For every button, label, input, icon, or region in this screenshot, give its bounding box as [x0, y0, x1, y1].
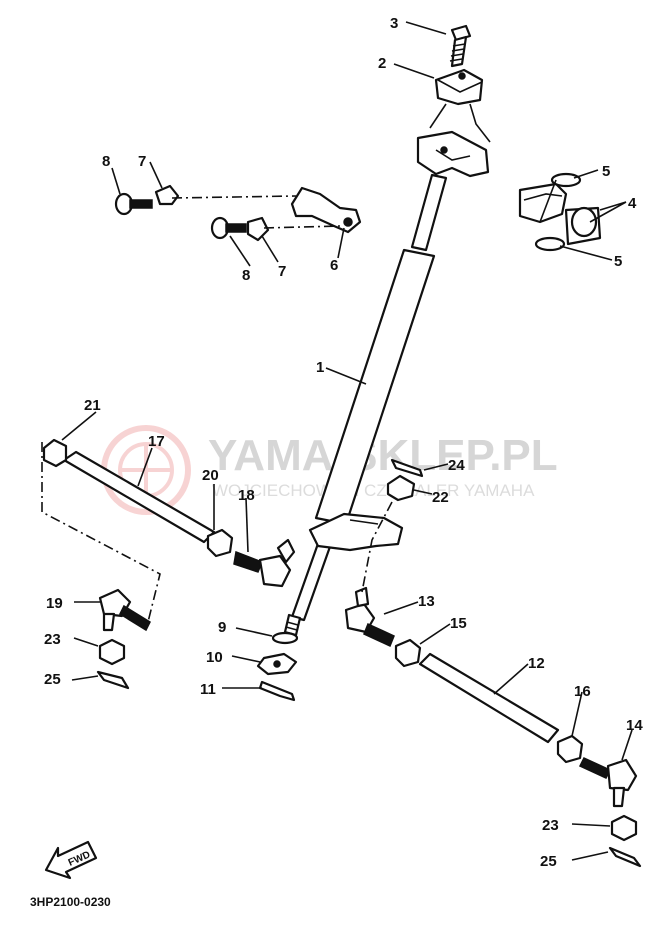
tie-rod-end-inner-right: [344, 586, 395, 648]
label-part-9: 9: [218, 619, 226, 636]
label-part-8-lower: 8: [242, 267, 250, 284]
washer-upper: [550, 172, 582, 188]
label-part-16: 16: [574, 683, 591, 700]
locknut-left: [42, 438, 68, 468]
arm-nut: [386, 474, 416, 502]
label-part-3: 3: [390, 15, 398, 32]
label-part-17: 17: [148, 433, 165, 450]
diagram-code: 3HP2100-0230: [30, 895, 111, 909]
locknut-inner-left: [206, 528, 234, 558]
tie-rod-end-right: [578, 757, 638, 808]
label-part-1: 1: [316, 359, 324, 376]
watermark: YAMA-SKLEP.PL WOJCIECHOWSKI CZ DEALER YA…: [101, 425, 558, 515]
label-part-23-left: 23: [44, 631, 61, 648]
label-part-22: 22: [432, 489, 449, 506]
washer-lower: [534, 236, 566, 252]
column-cotter-pin: [258, 680, 296, 702]
arm-cotter-pin: [390, 458, 424, 478]
pitman-arm: [308, 512, 404, 552]
label-part-4: 4: [628, 195, 637, 212]
steering-column: [283, 173, 448, 637]
label-part-25-right: 25: [540, 853, 557, 870]
label-part-23-right: 23: [542, 817, 559, 834]
part-labels: 3 2 5 4 5 6 7 7 8 8 1 21 17 20 18 24 22 …: [44, 15, 643, 870]
top-bolt: [449, 24, 472, 68]
tie-rod-left: [62, 450, 216, 544]
label-part-15: 15: [450, 615, 467, 632]
watermark-subtitle: WOJCIECHOWSKI CZ DEALER YAMAHA: [212, 481, 535, 500]
leader-lines: [61, 21, 633, 861]
bolt-lower: [210, 216, 247, 240]
upper-bracket: [416, 130, 490, 178]
label-part-5-lower: 5: [614, 253, 622, 270]
label-part-7-upper: 7: [138, 153, 146, 170]
column-washer: [271, 631, 299, 645]
watermark-title: YAMA-SKLEP.PL: [208, 431, 558, 480]
label-part-7-lower: 7: [278, 263, 286, 280]
tie-rod-end-inner-left: [233, 538, 296, 588]
column-nut: [256, 652, 298, 676]
label-part-18: 18: [238, 487, 255, 504]
assembly-lines: [41, 103, 557, 623]
label-part-8-upper: 8: [102, 153, 110, 170]
castle-nut-right: [610, 814, 638, 842]
tie-rod-end-left: [98, 588, 151, 632]
label-part-12: 12: [528, 655, 545, 672]
clamp-lower: [246, 216, 270, 242]
castle-nut-left: [98, 638, 126, 666]
stay-plate: [290, 186, 362, 234]
label-part-25-left: 25: [44, 671, 61, 688]
label-part-2: 2: [378, 55, 386, 72]
clamp-upper: [154, 184, 180, 206]
label-part-13: 13: [418, 593, 435, 610]
fwd-arrow: FWD: [44, 840, 98, 880]
cotter-pin-right: [608, 846, 642, 868]
label-part-11: 11: [200, 681, 216, 698]
label-part-14: 14: [626, 717, 643, 734]
label-part-19: 19: [46, 595, 63, 612]
handlebar-holder: [434, 68, 484, 106]
label-part-21: 21: [84, 397, 101, 414]
bolt-upper: [114, 192, 153, 216]
locknut-inner-right: [394, 638, 422, 668]
locknut-right: [556, 734, 584, 764]
tie-rod-right: [418, 652, 560, 744]
side-holder: [518, 182, 602, 246]
cotter-pin-left: [96, 670, 130, 690]
label-part-20: 20: [202, 467, 219, 484]
label-part-24: 24: [448, 457, 465, 474]
label-part-10: 10: [206, 649, 223, 666]
label-part-5-upper: 5: [602, 163, 610, 180]
label-part-6: 6: [330, 257, 338, 274]
